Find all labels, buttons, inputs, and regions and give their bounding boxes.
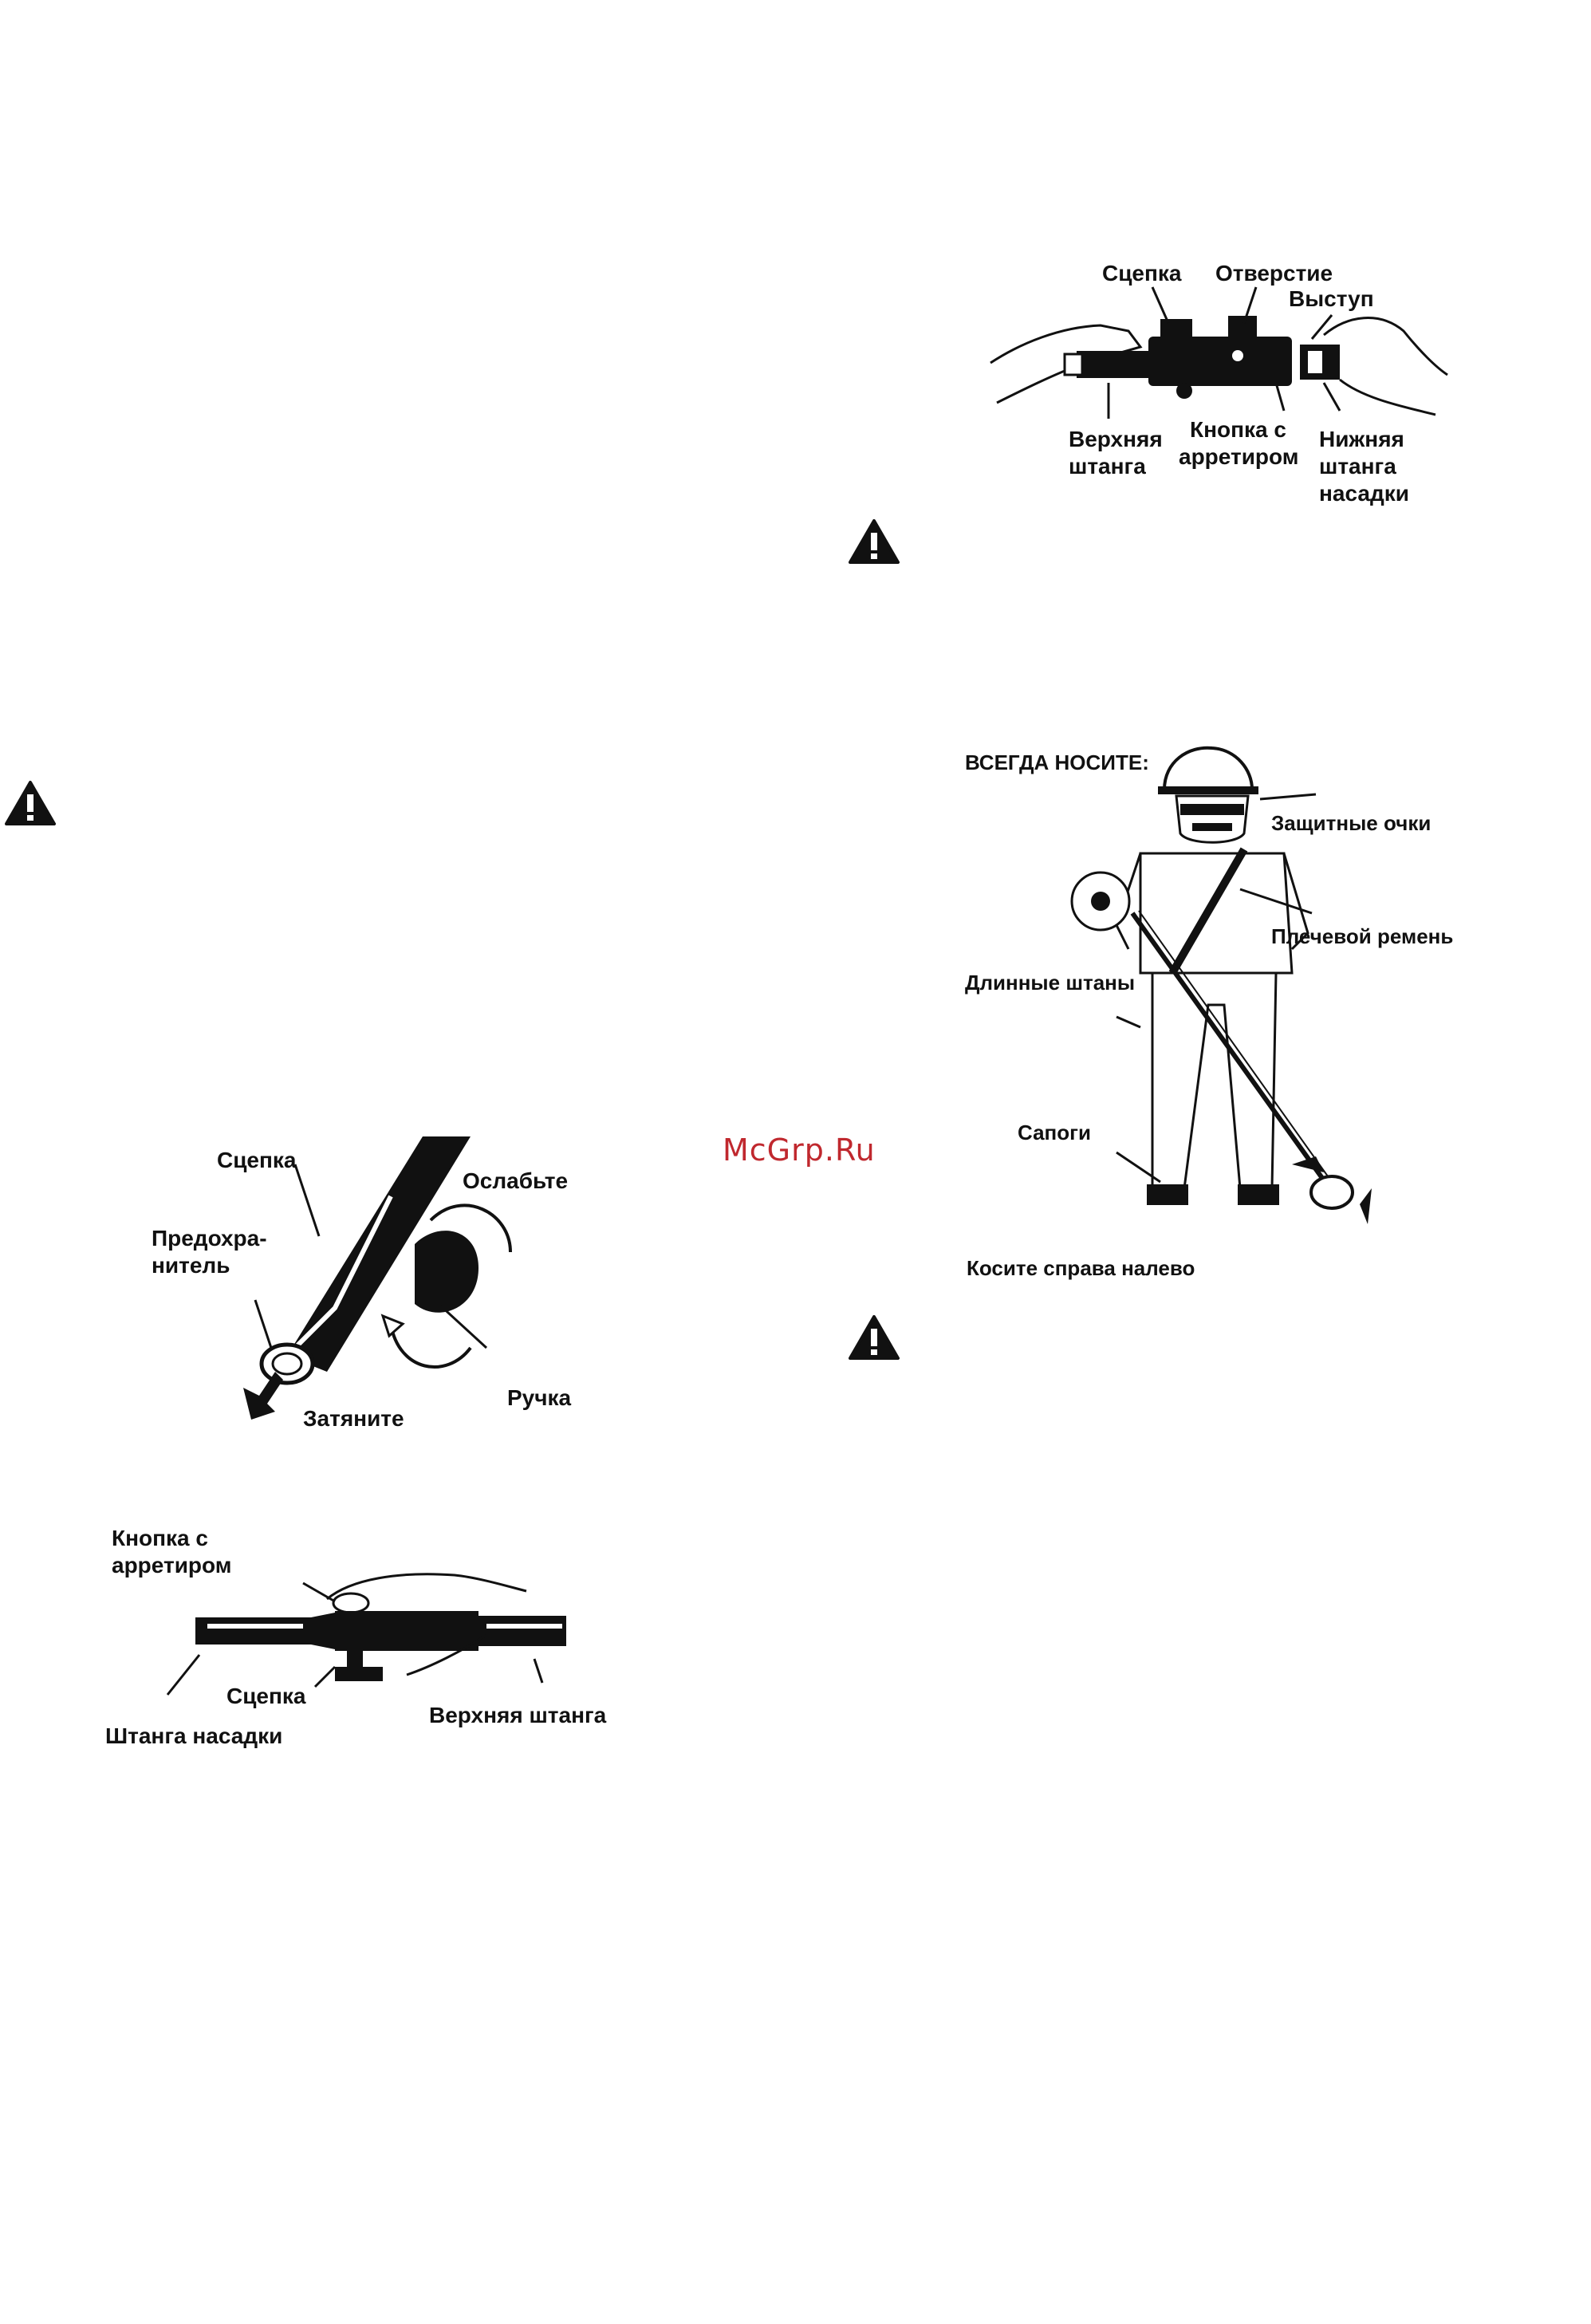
label-knob: Ручка [507,1385,571,1412]
label-tab: Выступ [1289,286,1374,313]
label-loosen: Ослабьте [463,1168,568,1195]
label-guard: Предохра- нитель [152,1225,267,1279]
label-long-pants: Длинные штаны [965,970,1135,995]
label-mow-direction: Косите справа налево [967,1255,1195,1281]
label-upper-shaft: Верхняя штанга [429,1702,606,1729]
label-upper-shaft: Верхняя штанга [1069,426,1163,480]
label-lower-shaft: Нижняя штанга насадки [1319,426,1409,507]
warning-icon [5,780,56,826]
label-shoulder-strap: Плечевой ремень [1271,924,1453,949]
watermark: McGrp.Ru [723,1132,876,1168]
label-boots: Сапоги [1018,1120,1091,1145]
label-hole: Отверстие [1215,260,1333,287]
shaft-coupling-leaders [989,279,1451,439]
label-coupler: Сцепка [1102,260,1182,287]
label-attachment-shaft: Штанга насадки [105,1723,282,1750]
label-tighten: Затяните [303,1405,404,1432]
label-coupler: Сцепка [226,1683,306,1710]
label-coupler: Сцепка [217,1147,297,1174]
label-lock-button: Кнопка с арретиром [112,1525,231,1579]
warning-icon [849,518,900,565]
label-goggles: Защитные очки [1271,810,1431,836]
label-lock-button: Кнопка с арретиром [1179,416,1298,471]
label-always-wear: ВСЕГДА НОСИТЕ: [965,750,1149,775]
warning-icon [849,1314,900,1361]
